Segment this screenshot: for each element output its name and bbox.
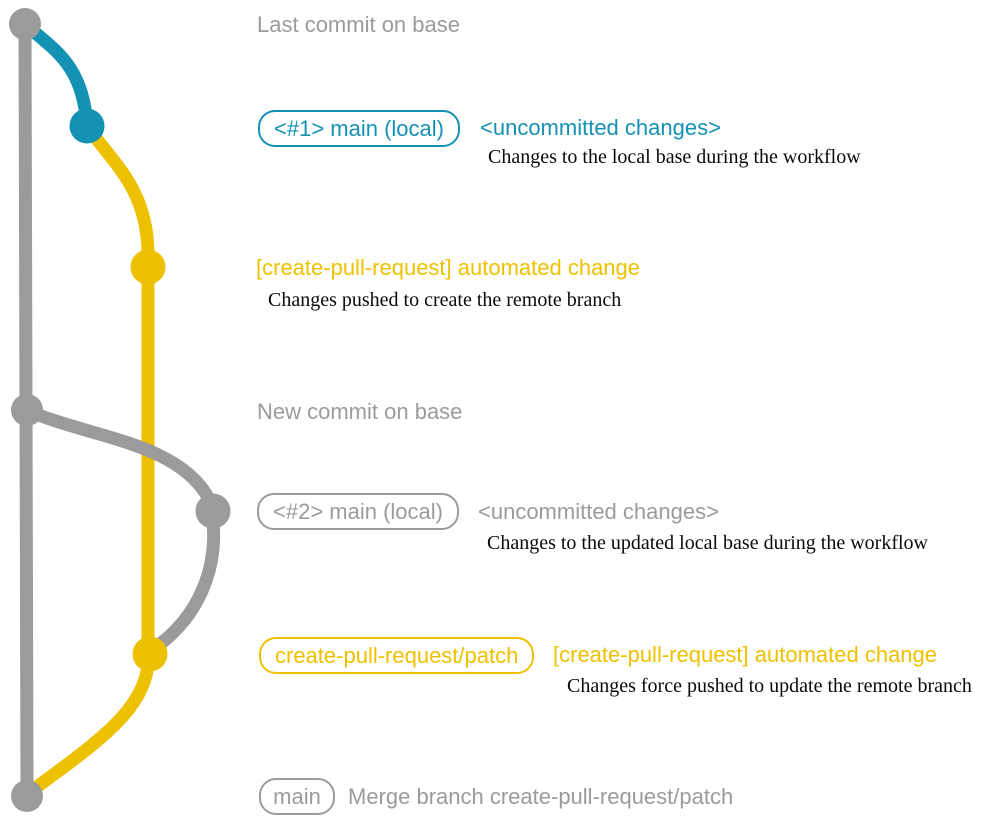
- commit-dot-main-local-2: [195, 493, 231, 529]
- commit-note-automated-1: Changes pushed to create the remote bran…: [268, 289, 622, 311]
- commit-title-automated-1: [create-pull-request] automated change: [256, 255, 641, 280]
- branch-badge-main-local-1: <#1> main (local): [258, 110, 460, 147]
- local-main-branch-2-path: [20, 403, 221, 657]
- commit-title-uncommitted-2: <uncommitted changes>: [478, 499, 719, 524]
- branch-badge-main-local-2: <#2> main (local): [257, 493, 459, 530]
- commit-dot-main-local-1: [69, 108, 105, 144]
- branch-badge-main: main: [259, 778, 335, 815]
- commit-dot-last-base: [9, 8, 41, 40]
- commit-dot-new-base: [11, 394, 43, 426]
- branch-badge-patch: create-pull-request/patch: [259, 637, 535, 674]
- local-main-branch-1-path: [18, 17, 94, 133]
- commit-dot-remote-branch-1: [130, 249, 166, 285]
- commit-dot-patch-branch: [132, 636, 168, 672]
- last-commit-label: Last commit on base: [257, 12, 460, 37]
- commit-graph: [9, 8, 231, 812]
- patch-branch-path: [22, 119, 155, 800]
- commit-dot-merge: [11, 780, 43, 812]
- commit-title-uncommitted-1: <uncommitted changes>: [480, 115, 721, 140]
- commit-title-automated-2: [create-pull-request] automated change: [553, 642, 938, 667]
- commit-note-uncommitted-2: Changes to the updated local base during…: [487, 532, 928, 554]
- new-commit-label: New commit on base: [257, 399, 463, 424]
- commit-title-merge: Merge branch create-pull-request/patch: [348, 784, 734, 809]
- commit-note-uncommitted-1: Changes to the local base during the wor…: [488, 146, 861, 168]
- commit-note-automated-2: Changes force pushed to update the remot…: [567, 675, 972, 697]
